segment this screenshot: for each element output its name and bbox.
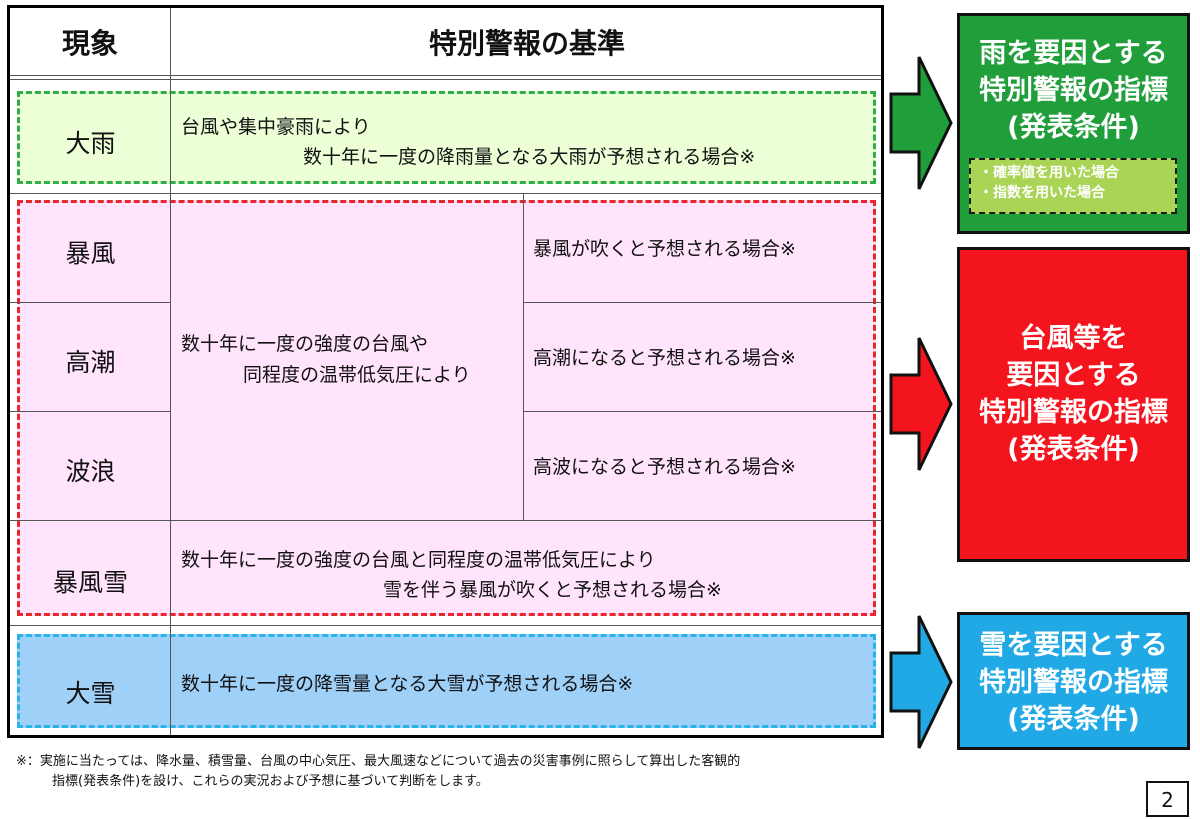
- blue-arrow-shape: [889, 615, 953, 749]
- footnote-line1: ※：実施に当たっては、降水量、積雪量、台風の中心気圧、最大風速などについて過去の…: [16, 754, 741, 769]
- phenomenon-storm-surge: 高潮: [65, 348, 116, 377]
- typhoon-index-box: 台風等を 要因とする 特別警報の指標 (発表条件): [957, 247, 1190, 562]
- phenomenon-heavy-snow: 大雪: [65, 679, 116, 708]
- rain-sub-item-index: ・指数を用いた場合: [979, 185, 1105, 201]
- shared-cause-line1: 数十年に一度の強度の台風や: [181, 333, 429, 355]
- row-divider: [10, 411, 170, 412]
- rain-sub-item-probability: ・確率値を用いた場合: [979, 165, 1119, 181]
- row-divider: [10, 302, 170, 303]
- criteria-table: 現象 特別警報の基準 大雨 台風や集中豪雨により 数十年に一度の降雨量となる大雨…: [7, 5, 884, 738]
- snow-box-line2: 特別警報の指標: [979, 667, 1168, 698]
- typhoon-box-line2: 要因とする: [1006, 360, 1141, 391]
- criteria-high-waves: 高波になると予想される場合※: [533, 456, 796, 478]
- typhoon-box-line1: 台風等を: [1019, 323, 1128, 354]
- shared-cause-line2: 同程度の温帯低気圧により: [243, 364, 471, 386]
- red-arrow-icon: [889, 337, 953, 471]
- page-number: 2: [1146, 781, 1189, 817]
- heavy-rain-zone: [17, 91, 876, 184]
- criteria-heavy-rain-line2: 数十年に一度の降雨量となる大雨が予想される場合※: [303, 146, 756, 168]
- criteria-snowstorm-line2: 雪を伴う暴風が吹くと予想される場合※: [383, 579, 722, 601]
- typhoon-zone: [17, 200, 876, 616]
- row-divider: [10, 625, 881, 626]
- typhoon-box-line4: (発表条件): [1007, 434, 1140, 465]
- rain-box-line2: 特別警報の指標: [979, 75, 1168, 106]
- criteria-heavy-rain-line1: 台風や集中豪雨により: [181, 116, 371, 138]
- row-divider: [10, 193, 881, 194]
- row-divider: [10, 520, 881, 521]
- snow-index-box: 雪を要因とする 特別警報の指標 (発表条件): [957, 612, 1190, 750]
- criteria-heavy-snow: 数十年に一度の降雪量となる大雪が予想される場合※: [181, 673, 634, 695]
- phenomenon-high-waves: 波浪: [65, 457, 116, 486]
- criteria-snowstorm-line1: 数十年に一度の強度の台風と同程度の温帯低気圧により: [181, 549, 656, 571]
- phenomenon-storm: 暴風: [65, 239, 116, 268]
- phenomenon-heavy-rain: 大雨: [65, 129, 116, 158]
- green-arrow-shape: [889, 56, 953, 190]
- row-divider: [523, 411, 881, 412]
- criteria-storm-surge: 高潮になると予想される場合※: [533, 347, 796, 369]
- header-divider-double: [10, 79, 881, 80]
- header-divider: [10, 75, 881, 76]
- red-arrow-shape: [889, 337, 953, 471]
- snow-box-line1: 雪を要因とする: [979, 630, 1168, 661]
- criteria-storm: 暴風が吹くと予想される場合※: [533, 238, 796, 260]
- header-phenomenon: 現象: [61, 27, 118, 60]
- footnote-line2: 指標(発表条件)を設け、これらの実況および予想に基づいて判断をします。: [52, 774, 489, 789]
- rain-sub-items: ・確率値を用いた場合 ・指数を用いた場合: [969, 158, 1177, 214]
- row-divider: [523, 302, 881, 303]
- rain-box-line1: 雨を要因とする: [979, 38, 1168, 69]
- green-arrow-icon: [889, 56, 953, 190]
- phenomenon-snowstorm: 暴風雪: [52, 568, 128, 597]
- header-criteria: 特別警報の基準: [428, 27, 625, 60]
- heavy-snow-zone: [17, 634, 876, 728]
- column-divider: [170, 8, 171, 735]
- snow-box-line3: (発表条件): [1007, 704, 1140, 735]
- rain-box-line3: (発表条件): [1007, 112, 1140, 143]
- blue-arrow-icon: [889, 615, 953, 749]
- sub-column-divider: [523, 193, 524, 520]
- typhoon-box-line3: 特別警報の指標: [979, 397, 1168, 428]
